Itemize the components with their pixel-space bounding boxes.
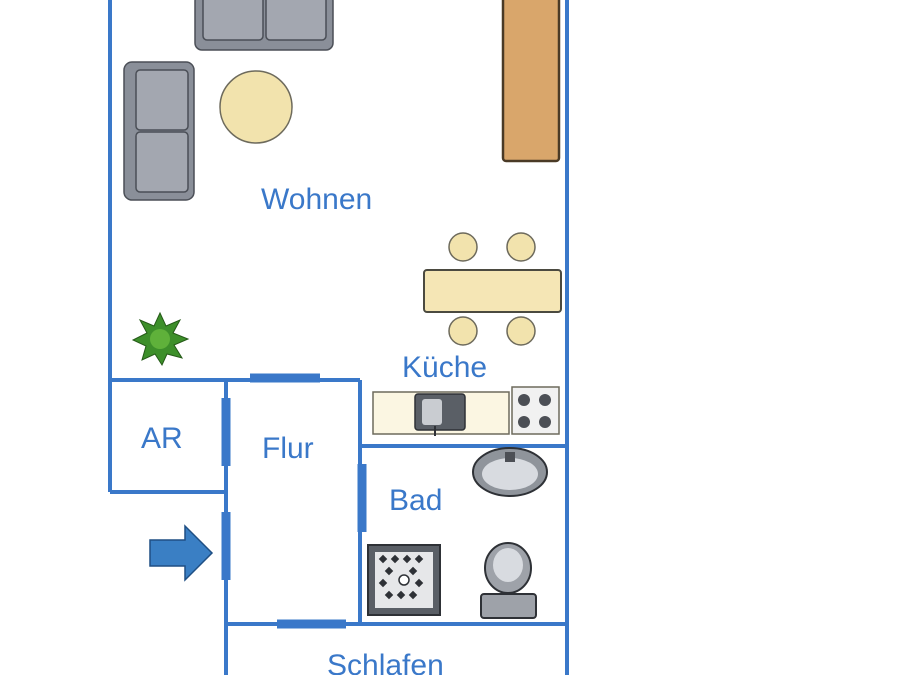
washbasin-icon	[472, 447, 548, 497]
doors	[221, 373, 367, 629]
sofa-icon-left	[123, 61, 195, 201]
plant-icon	[131, 311, 190, 367]
sofa-icon	[194, 0, 334, 51]
room-label-wohnen: Wohnen	[261, 183, 372, 216]
room-label-ar: AR	[141, 422, 183, 455]
room-label-schlafen: Schlafen	[327, 649, 444, 675]
cabinet-icon	[501, 0, 561, 163]
room-label-kueche: Küche	[402, 351, 487, 384]
stove-icon	[511, 386, 560, 435]
kitchen-sink-icon	[414, 393, 466, 436]
round-table-icon	[219, 70, 293, 144]
entrance-arrow-icon	[149, 524, 214, 582]
room-label-flur: Flur	[262, 432, 314, 465]
dining-table-icon	[423, 232, 562, 346]
room-label-bad: Bad	[389, 484, 442, 517]
toilet-icon	[480, 542, 537, 619]
shower-icon	[367, 544, 441, 616]
